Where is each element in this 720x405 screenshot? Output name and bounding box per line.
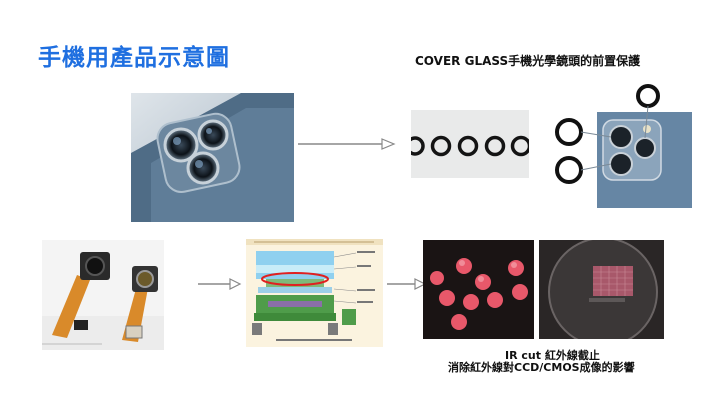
module-cross-section-image (246, 239, 383, 347)
phone-camera-image (131, 93, 294, 222)
cover-glass-rings-image (411, 110, 529, 178)
slide-title: 手機用產品示意圖 (38, 45, 230, 71)
arrow-right-icon (196, 278, 242, 290)
phone-lens-cover-image (545, 82, 692, 208)
arrow-right-icon (385, 278, 427, 290)
ir-cut-filters-image (423, 240, 534, 339)
ir-cut-description: 消除紅外線對CCD/CMOS成像的影響 (448, 361, 635, 374)
ir-cut-caption: IR cut 紅外線截止 (505, 349, 600, 362)
arrow-right-icon (296, 137, 396, 151)
cover-glass-label: COVER GLASS手機光學鏡頭的前置保護 (415, 54, 641, 68)
camera-module-image (42, 240, 164, 350)
sensor-wafer-image (539, 240, 664, 339)
